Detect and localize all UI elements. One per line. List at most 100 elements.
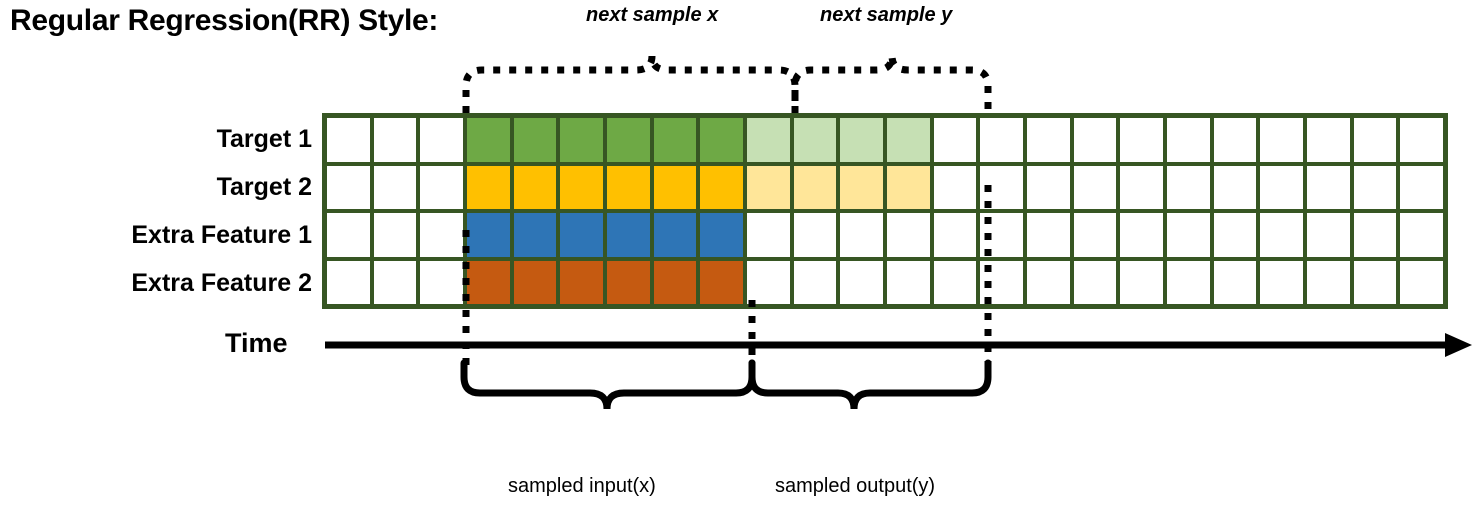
grid-cell	[747, 165, 790, 209]
grid-cell	[747, 260, 790, 304]
grid-cell	[1027, 165, 1070, 209]
grid-cell	[1027, 213, 1070, 257]
annotation-next-sample-y: next sample y	[820, 4, 953, 26]
grid-cell	[607, 118, 650, 162]
grid-cell	[747, 118, 790, 162]
grid-cell	[327, 260, 370, 304]
grid-cell	[1353, 213, 1397, 257]
grid-cell	[980, 260, 1023, 304]
grid-cell	[840, 260, 883, 304]
grid-cell	[373, 260, 417, 304]
grid-cell	[1353, 165, 1397, 209]
grid-cell	[513, 118, 557, 162]
brace-sampled-output	[748, 359, 992, 410]
grid-cell	[653, 213, 697, 257]
grid-cell	[607, 213, 650, 257]
grid-cell	[1260, 213, 1303, 257]
grid-cell	[327, 213, 370, 257]
grid-cell	[1120, 213, 1163, 257]
caption-sampled-output: sampled output(y) horizon=4 output_featu…	[775, 424, 977, 516]
grid-cell	[933, 118, 977, 162]
grid-cell	[840, 213, 883, 257]
grid-cell	[1213, 165, 1257, 209]
grid-cell	[700, 260, 743, 304]
grid-cell	[840, 118, 883, 162]
grid-cell	[467, 260, 510, 304]
grid-cell	[420, 213, 463, 257]
grid-cell	[653, 260, 697, 304]
grid-cell	[1307, 165, 1350, 209]
grid-cell	[560, 165, 603, 209]
row-label-target-2: Target 2	[216, 173, 312, 201]
grid-cell	[840, 165, 883, 209]
grid-cell	[1307, 213, 1350, 257]
grid-cell	[1307, 260, 1350, 304]
grid-cell	[467, 118, 510, 162]
grid-cell	[1213, 118, 1257, 162]
grid-cell	[793, 165, 837, 209]
grid-cell	[933, 260, 977, 304]
grid-cell	[1073, 118, 1117, 162]
grid-cell	[1120, 118, 1163, 162]
grid-cell	[607, 260, 650, 304]
grid-cell	[1307, 118, 1350, 162]
grid-cell	[513, 260, 557, 304]
grid-cell	[887, 260, 930, 304]
grid-cell	[1260, 165, 1303, 209]
page-title: Regular Regression(RR) Style:	[10, 4, 439, 37]
grid-cell	[933, 165, 977, 209]
grid-cell	[793, 260, 837, 304]
grid-cell	[1400, 213, 1443, 257]
grid-cell	[513, 165, 557, 209]
caption-input-line-1: sampled input(x)	[508, 475, 656, 497]
grid-cell	[373, 213, 417, 257]
grid-cell	[793, 118, 837, 162]
dotted-brace-next-sample-y	[791, 55, 992, 113]
caption-sampled-input: sampled input(x) lookback=6 input_featur…	[508, 424, 698, 516]
grid-cell	[1213, 213, 1257, 257]
grid-cell	[1260, 260, 1303, 304]
grid-cell	[1400, 260, 1443, 304]
annotation-next-sample-x: next sample x	[586, 4, 719, 26]
grid-cell	[420, 118, 463, 162]
grid-cell	[700, 118, 743, 162]
grid-cell	[1027, 118, 1070, 162]
grid-cell	[513, 213, 557, 257]
caption-output-line-1: sampled output(y)	[775, 475, 936, 497]
grid-cell	[1353, 118, 1397, 162]
brace-sampled-input	[460, 359, 756, 410]
grid-cell	[1073, 213, 1117, 257]
time-axis-arrow	[325, 333, 1472, 357]
grid-cell	[1073, 165, 1117, 209]
grid-cell	[560, 213, 603, 257]
grid-cell	[420, 165, 463, 209]
grid-cell	[980, 165, 1023, 209]
grid-cell	[1120, 260, 1163, 304]
dotted-brace-next-sample-x	[462, 55, 799, 113]
grid-cell	[1353, 260, 1397, 304]
grid-cell	[653, 118, 697, 162]
grid-cell	[1260, 118, 1303, 162]
grid-cell	[980, 213, 1023, 257]
grid-cell	[700, 165, 743, 209]
grid-cell	[420, 260, 463, 304]
timeseries-grid	[322, 113, 1448, 309]
grid-cell	[793, 213, 837, 257]
grid-cell	[1027, 260, 1070, 304]
time-axis-label: Time	[225, 328, 288, 358]
grid-cell	[887, 118, 930, 162]
grid-cell	[560, 118, 603, 162]
row-label-extra-feature-1: Extra Feature 1	[131, 221, 312, 249]
grid-cell	[1073, 260, 1117, 304]
grid-cell	[1400, 165, 1443, 209]
grid-cell	[1167, 118, 1210, 162]
grid-cell	[887, 165, 930, 209]
grid-cell	[327, 165, 370, 209]
grid-cell	[933, 213, 977, 257]
grid-cell	[887, 213, 930, 257]
grid-cell	[1167, 260, 1210, 304]
grid-cell	[607, 165, 650, 209]
row-label-column: Target 1 Target 2 Extra Feature 1 Extra …	[0, 115, 312, 307]
grid-cell	[980, 118, 1023, 162]
